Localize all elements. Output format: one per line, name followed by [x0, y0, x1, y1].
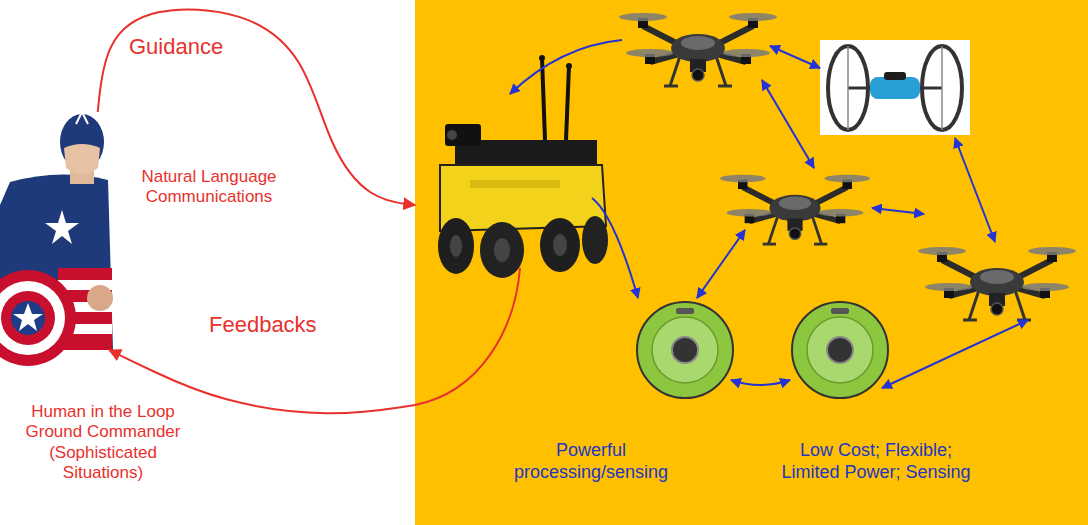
communication-arrows	[955, 138, 995, 242]
caption-text: Human in the Loop Ground Commander (Soph…	[15, 402, 191, 484]
communication-arrows	[882, 320, 1028, 388]
communication-arrows	[592, 198, 638, 298]
edge-label: Feedbacks	[206, 312, 320, 338]
ground-robot	[470, 180, 560, 188]
communication-arrows	[510, 40, 622, 94]
human-commander: Natural Language CommunicationsHuman in …	[0, 112, 115, 350]
quadcopter	[619, 13, 777, 86]
wheel-drone	[820, 40, 970, 135]
ground-robot	[447, 130, 457, 140]
wheel-drone	[922, 46, 962, 130]
caption-text: Natural Language Communications	[138, 167, 280, 208]
ground-robot	[539, 55, 545, 61]
human-commander-figure	[13, 303, 43, 331]
communication-arrows	[762, 80, 814, 168]
ground-robot	[445, 124, 481, 146]
ground-robot	[566, 66, 569, 140]
communication-arrows	[697, 230, 745, 298]
feedback-line-start	[415, 268, 520, 405]
communication-arrows	[770, 46, 820, 68]
roomba-robot	[792, 302, 888, 398]
caption-text: Low Cost; Flexible; Limited Power; Sensi…	[770, 440, 982, 483]
human-commander-figure	[0, 270, 76, 366]
communication-arrows	[731, 380, 790, 385]
ground-robot	[582, 216, 608, 264]
human-commander-figure	[58, 268, 112, 280]
communication-arrows	[872, 208, 924, 214]
ground-robot	[566, 63, 572, 69]
roomba-robot	[831, 308, 849, 314]
wheel-drone	[884, 72, 906, 80]
communication-arrows	[510, 40, 1028, 388]
ground-robot	[494, 238, 510, 262]
wheel-drone	[847, 46, 849, 130]
human-commander-figure	[0, 112, 113, 366]
wheel-drone	[941, 46, 943, 130]
caption-text: Powerful processing/sensing	[505, 440, 677, 483]
roomba-robot	[637, 302, 733, 398]
wheel-drone	[820, 40, 970, 135]
ground-robot	[440, 165, 606, 231]
human-commander-figure	[11, 301, 45, 335]
ground-robot	[540, 218, 580, 272]
robot-team-panel: Powerful processing/sensing Low Cost; Fle…	[415, 0, 1088, 525]
roomba-robot	[827, 337, 853, 363]
human-commander-figure	[87, 285, 113, 311]
roomba-robot	[807, 317, 873, 383]
ground-robot	[438, 55, 608, 278]
quadcopter	[918, 247, 1076, 320]
human-commander-figure	[1, 291, 55, 345]
wheel-drone	[828, 46, 868, 130]
human-commander-figure	[64, 144, 100, 174]
human-commander-figure	[76, 112, 88, 124]
robot-team-panel	[415, 0, 1088, 525]
roomba-robot	[792, 302, 888, 398]
human-commander-figure	[0, 281, 65, 355]
roomba-robot	[652, 317, 718, 383]
ground-robot	[542, 58, 545, 140]
wheel-drone	[870, 77, 920, 99]
edge-label: Guidance	[126, 34, 226, 60]
human-commander-figure	[45, 210, 79, 244]
roomba-robot	[676, 308, 694, 314]
ground-robot	[438, 218, 474, 274]
roomba-robot	[672, 337, 698, 363]
ground-robot	[450, 235, 462, 257]
ground-robot	[480, 222, 524, 278]
ground-robot	[553, 234, 567, 256]
roomba-robot	[637, 302, 733, 398]
